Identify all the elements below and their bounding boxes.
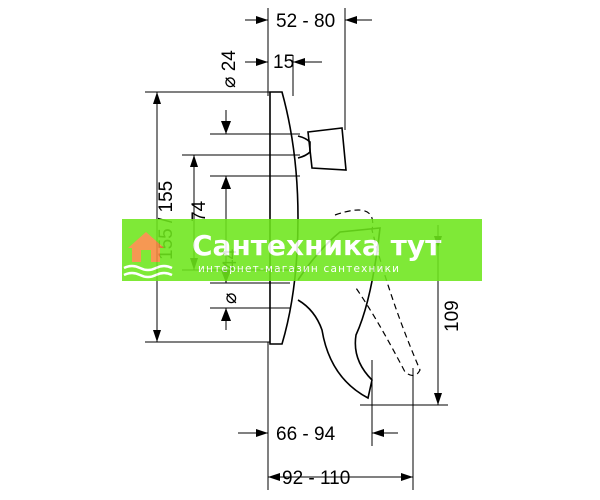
watermark-title: Сантехника тут — [192, 229, 442, 262]
watermark-subtitle: интернет-магазин сантехники — [198, 263, 400, 275]
house-logo-icon — [123, 232, 173, 279]
watermark-background — [122, 219, 482, 281]
dim-92-110: 92 - 110 — [282, 468, 350, 489]
dim-diameter-bottom: ⌀ — [220, 293, 241, 304]
dim-109: 109 — [442, 300, 463, 332]
dim-66-94: 66 - 94 — [276, 424, 336, 445]
watermark-banner: Сантехника тут интернет-магазин сантехни… — [122, 219, 482, 281]
dim-52-80: 52 - 80 — [276, 11, 335, 32]
dim-diameter-24: ⌀ 24 — [219, 50, 240, 88]
dim-15: 15 — [273, 52, 294, 73]
fixture-outline — [269, 91, 421, 400]
dim-74: 74 — [189, 200, 210, 222]
